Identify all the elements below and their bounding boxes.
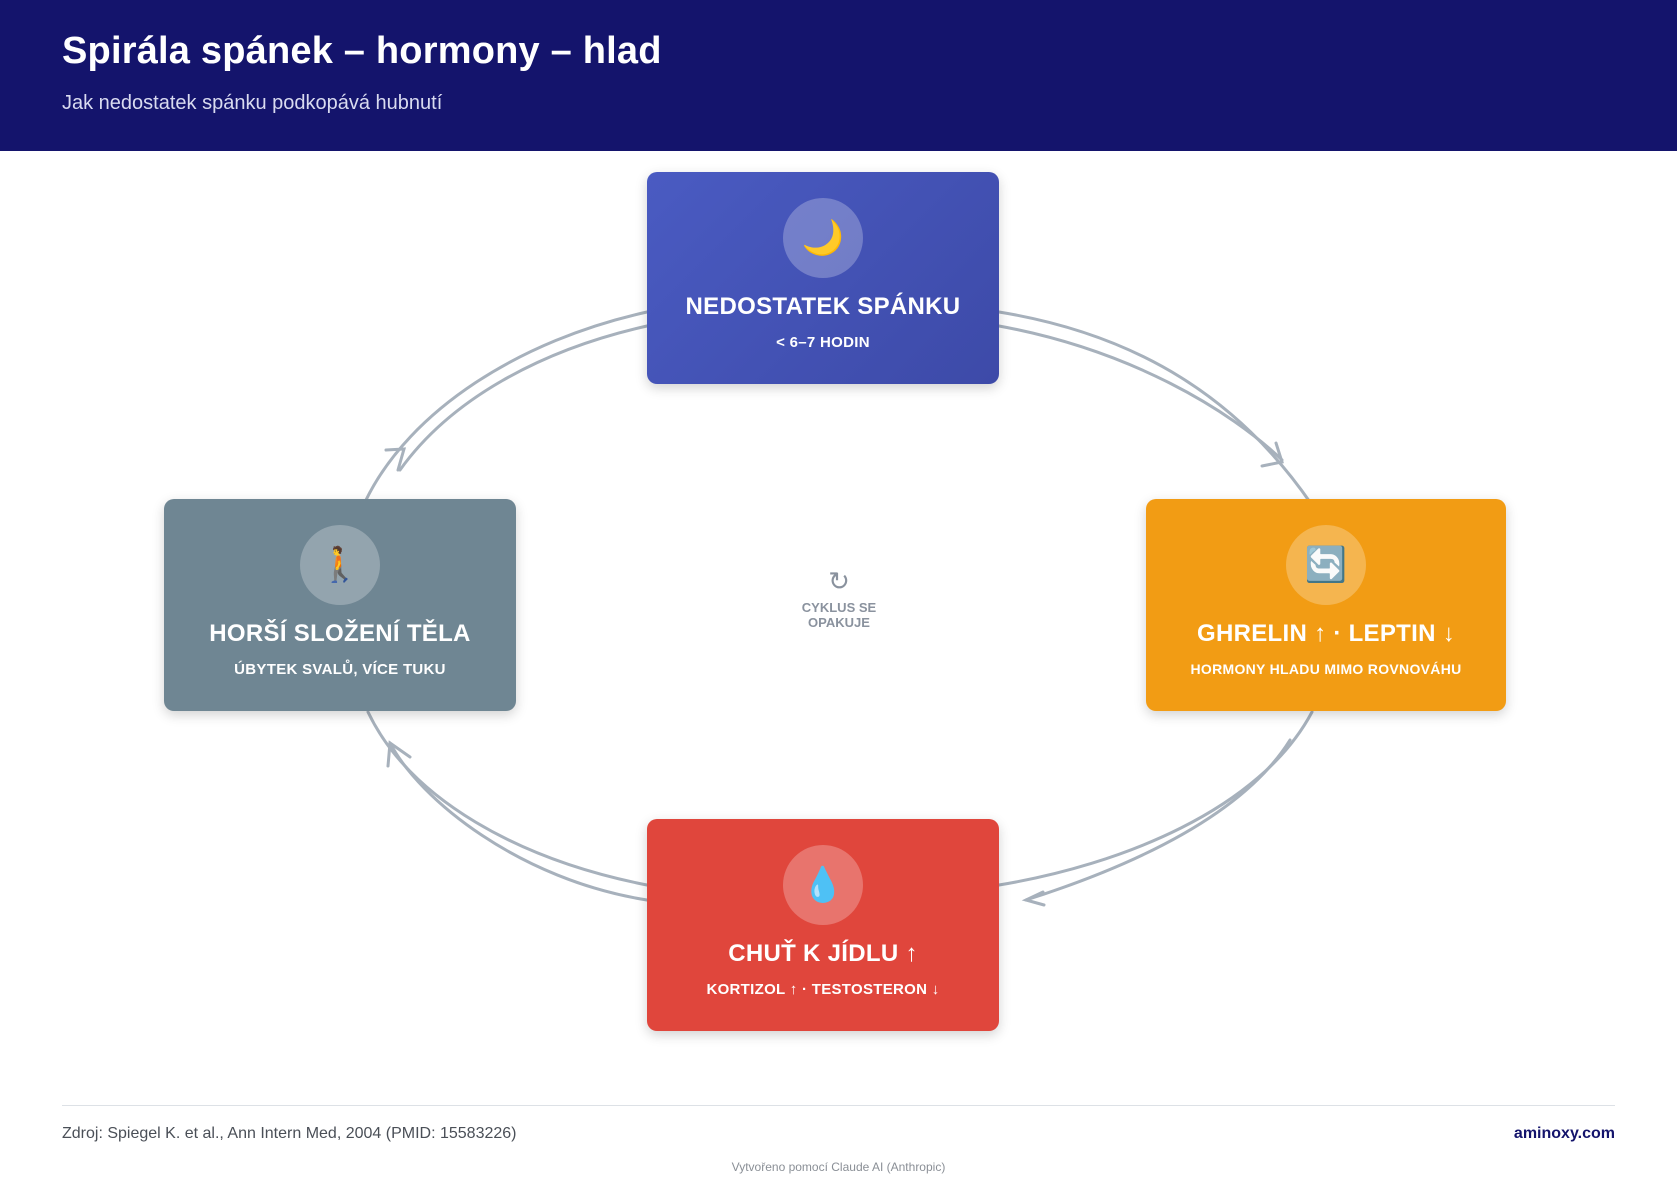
step-title: GHRELIN ↑ · LEPTIN ↓ — [1197, 620, 1455, 647]
cycle-repeats-text: CYKLUS SE OPAKUJE — [801, 600, 877, 630]
header-banner: Spirála spánek – hormony – hlad Jak nedo… — [0, 0, 1677, 151]
step-subtitle: ÚBYTEK SVALŮ, VÍCE TUKU — [234, 661, 446, 678]
page-subtitle: Jak nedostatek spánku podkopává hubnutí — [62, 92, 443, 114]
brand-link[interactable]: aminoxy.com — [1513, 1125, 1615, 1142]
arrowhead-hormones — [1260, 441, 1284, 468]
step-subtitle: < 6–7 HODIN — [776, 334, 870, 351]
arrow-appetite-to-body — [366, 710, 649, 887]
step-card-sleep-deprivation: 🌙 NEDOSTATEK SPÁNKU < 6–7 HODIN — [647, 172, 999, 384]
arrowhead-appetite — [1021, 890, 1046, 907]
arrow-sleep-to-hormones-inner — [997, 324, 1284, 462]
cycle-center-label: ↻ CYKLUS SE OPAKUJE — [779, 568, 899, 630]
step-subtitle: KORTIZOL ↑ · TESTOSTERON ↓ — [706, 981, 940, 998]
arrowhead-sleep — [384, 447, 407, 472]
step-card-hunger-hormones: 🔄 GHRELIN ↑ · LEPTIN ↓ HORMONY HLADU MIM… — [1146, 499, 1506, 711]
source-citation: Zdroj: Spiegel K. et al., Ann Intern Med… — [62, 1125, 517, 1142]
step-card-body-composition: 🚶 HORŠÍ SLOŽENÍ TĚLA ÚBYTEK SVALŮ, VÍCE … — [164, 499, 516, 711]
droplet-icon: 💧 — [783, 845, 863, 925]
repeat-icon: ↻ — [828, 566, 850, 596]
step-title: NEDOSTATEK SPÁNKU — [685, 293, 961, 320]
arrow-hormones-to-appetite-inner — [1024, 738, 1292, 902]
moon-icon: 🌙 — [783, 198, 863, 278]
arrow-hormones-to-appetite — [997, 710, 1314, 887]
step-title: HORŠÍ SLOŽENÍ TĚLA — [209, 620, 471, 647]
arrow-body-to-sleep-inner — [398, 324, 649, 472]
arrow-sleep-to-hormones — [997, 310, 1314, 507]
step-subtitle: HORMONY HLADU MIMO ROVNOVÁHU — [1190, 661, 1462, 677]
step-title: CHUŤ K JÍDLU ↑ — [728, 940, 918, 967]
arrow-appetite-to-body-inner — [388, 741, 649, 902]
page-title: Spirála spánek – hormony – hlad — [62, 30, 662, 72]
cycle-arrows-icon: 🔄 — [1286, 525, 1366, 605]
credit-note: Vytvořeno pomocí Claude AI (Anthropic) — [731, 1160, 946, 1174]
arrowhead-body — [386, 740, 412, 768]
footer-divider — [62, 1105, 1615, 1106]
walking-person-icon: 🚶 — [300, 525, 380, 605]
step-card-appetite: 💧 CHUŤ K JÍDLU ↑ KORTIZOL ↑ · TESTOSTERO… — [647, 819, 999, 1031]
arrow-body-to-sleep — [364, 310, 649, 502]
